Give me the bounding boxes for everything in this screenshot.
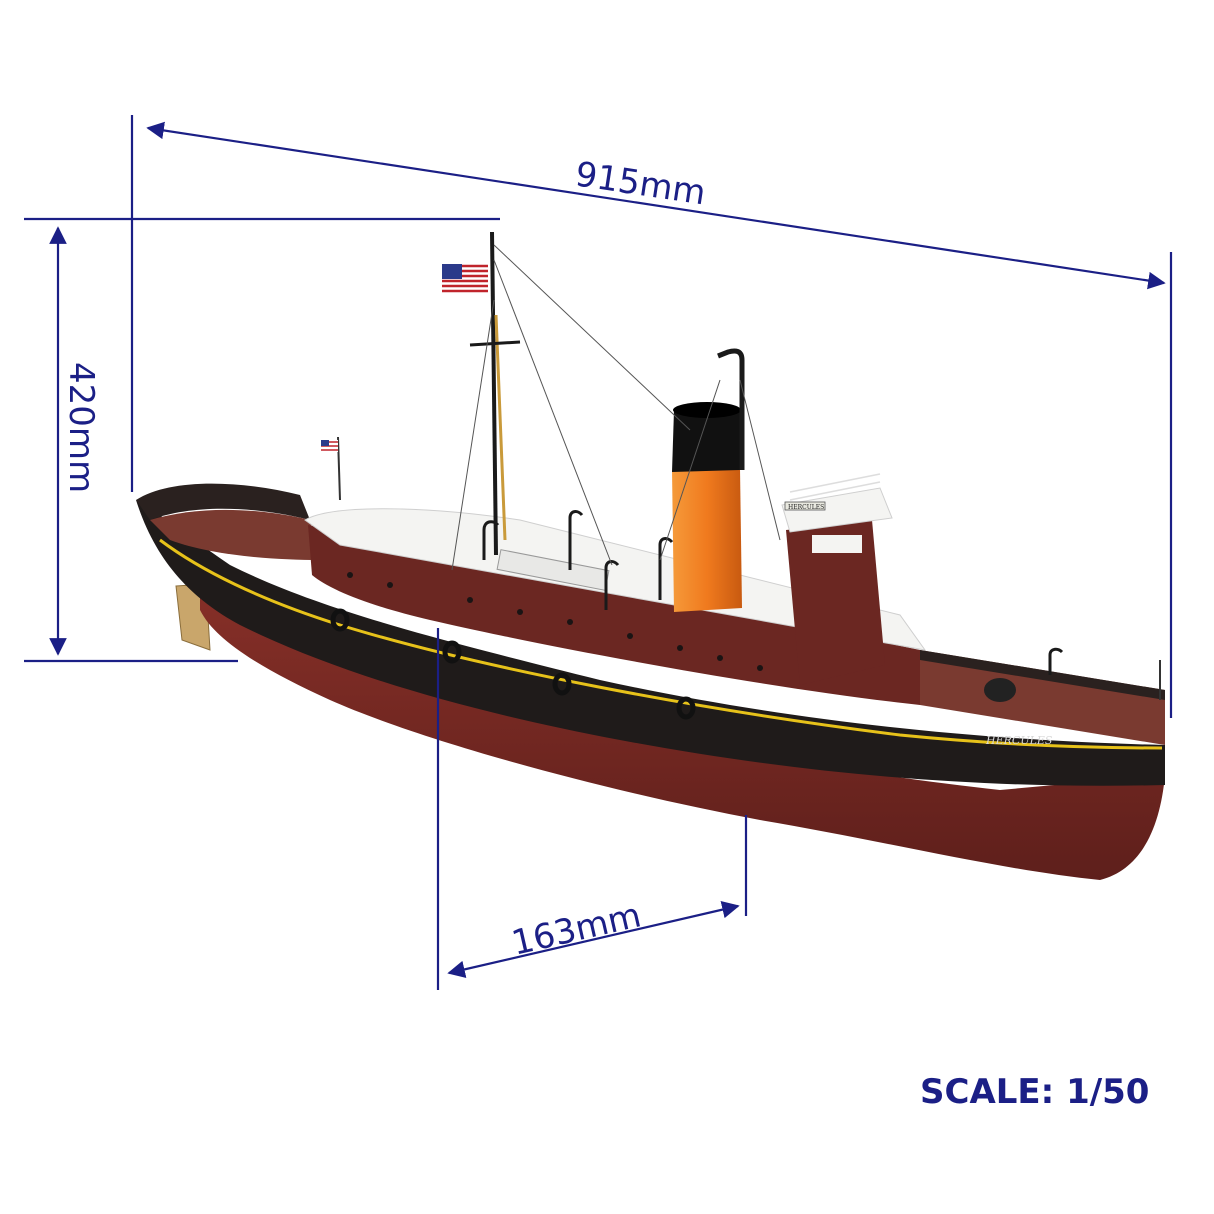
hull-lower [200, 560, 1165, 880]
stay [493, 259, 613, 566]
mast-boom [494, 314, 507, 541]
fender [552, 672, 572, 696]
aft-deck [150, 509, 320, 560]
fenders [330, 608, 696, 720]
stay [493, 244, 691, 431]
wheelhouse [786, 520, 885, 685]
flag-canton [321, 440, 329, 446]
davit [604, 560, 620, 610]
davit [658, 537, 674, 600]
porthole [717, 655, 723, 661]
exhaust-pipe [717, 348, 745, 470]
hull-upper [136, 500, 1165, 786]
davit [568, 510, 584, 570]
height-label: 420mm [61, 362, 101, 493]
stern-bulwark [136, 483, 310, 520]
porthole [677, 645, 683, 651]
mast-crosstree [469, 340, 521, 347]
bow-davit [1048, 647, 1064, 675]
funnel-body [672, 468, 742, 612]
funnel-black-top [672, 408, 740, 472]
stay [739, 379, 781, 541]
mast [490, 231, 498, 556]
length-arrow [146, 121, 1166, 290]
porthole [627, 633, 633, 639]
porthole [757, 665, 763, 671]
porthole [517, 609, 523, 615]
anchor-winch [984, 678, 1016, 702]
wheelhouse-top [781, 487, 893, 533]
stay [451, 299, 495, 571]
flag-canton [442, 264, 462, 279]
porthole [567, 619, 573, 625]
porthole [347, 572, 353, 578]
nameplate [784, 501, 826, 511]
wheelhouse-railing [789, 473, 881, 501]
funnel-rim [673, 402, 741, 418]
bow-deck [920, 650, 1165, 745]
us-flag-large [442, 264, 488, 294]
hull-name-text: HERCULES [985, 734, 1053, 747]
stern-flagpole [337, 436, 341, 501]
deckhouse [308, 525, 920, 705]
dimension-annotations [24, 115, 1173, 990]
fender [676, 696, 696, 720]
tugboat-model: HERCULES [136, 231, 1165, 880]
draft-label: 163mm [508, 895, 645, 963]
hull-stripe [159, 538, 1163, 750]
fender [442, 640, 462, 664]
porthole [467, 597, 473, 603]
nameplate-text: HERCULES [788, 504, 824, 511]
bow-bulwark [920, 650, 1165, 700]
funnel [672, 402, 742, 612]
porthole [387, 582, 393, 588]
fender [330, 608, 350, 632]
length-label: 915mm [573, 154, 709, 213]
us-flag-small [321, 440, 338, 452]
scale-label: SCALE: 1/50 [920, 1072, 1149, 1112]
draft-arrow [447, 901, 740, 978]
wheelhouse-windows [812, 535, 862, 553]
stay [659, 379, 721, 561]
